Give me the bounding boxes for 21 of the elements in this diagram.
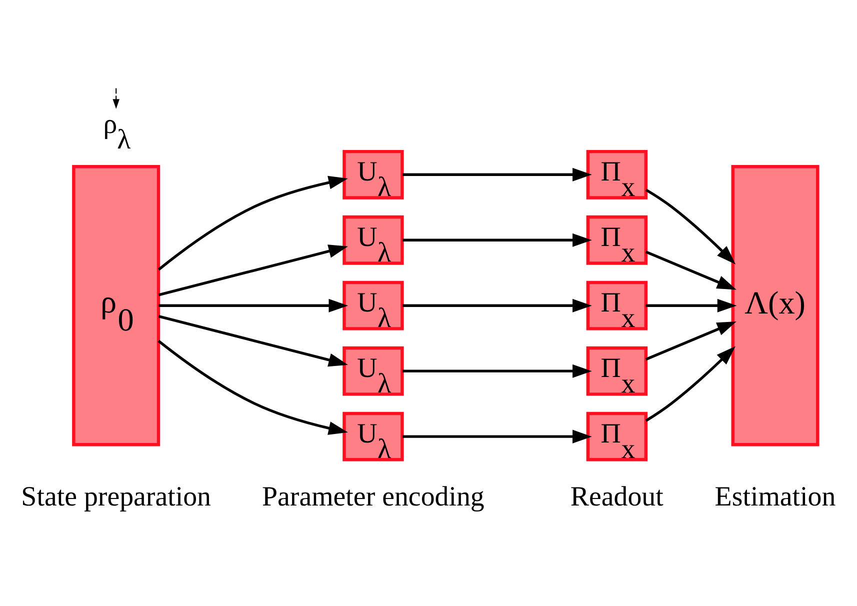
arrow <box>158 340 348 435</box>
label: State preparation <box>21 482 212 513</box>
arrow <box>158 244 348 296</box>
arrow <box>646 298 737 312</box>
label: Parameter encoding <box>262 482 484 513</box>
arrow <box>402 233 592 247</box>
arrow <box>402 168 592 182</box>
arrow <box>158 298 348 312</box>
label: Estimation <box>714 482 836 513</box>
arrow <box>645 188 736 264</box>
arrow <box>402 298 592 312</box>
arrow <box>645 346 736 422</box>
label: Readout <box>570 482 664 513</box>
arrow <box>112 88 120 109</box>
arrow <box>158 176 348 271</box>
arrow <box>645 250 736 290</box>
arrow <box>402 430 592 444</box>
arrow <box>402 364 592 378</box>
node-box: Λ(x) <box>731 164 820 446</box>
arrow <box>645 321 736 361</box>
arrow <box>158 314 348 367</box>
